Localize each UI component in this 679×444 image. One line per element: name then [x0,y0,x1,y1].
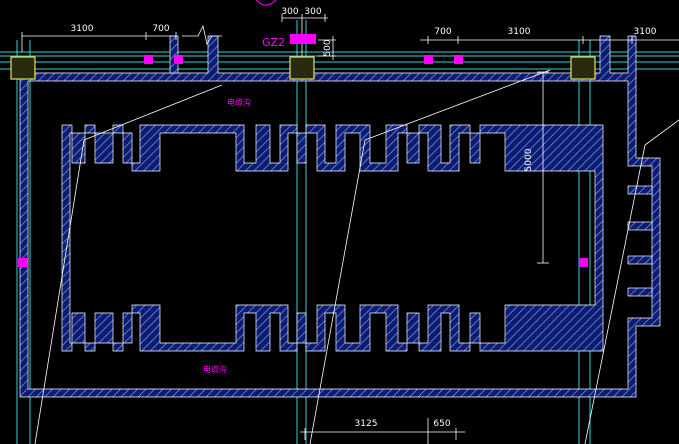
square-column-icon [570,56,596,80]
dim-bottom-span: 3125 [355,419,378,429]
arc-marker [255,0,277,6]
square-column-icon [18,258,27,267]
gz2-marker [290,34,316,44]
annotation-labels: GZ2 电缆沟 电缆沟 [203,36,285,374]
dim-top-mid-b: 300 [304,7,321,17]
leader-lines [34,69,679,444]
dim-vertical-large: 5000 [524,148,534,171]
square-column-icon [10,56,36,80]
dim-top-left-small: 700 [152,24,169,34]
square-column-icon [454,55,463,64]
inner-comb-wall [61,124,604,352]
column-tag: GZ2 [262,36,285,49]
dim-top-far-right: 3100 [634,27,657,37]
square-column-icon [579,258,588,267]
dimension-texts: 3100 700 300 300 700 3100 3100 500 5000 … [71,7,657,429]
right-comb [627,185,653,297]
axis-lines [0,20,679,444]
top-dimensions [21,14,679,264]
dim-top-right-span: 3100 [508,27,531,37]
dim-bottom-small: 650 [433,419,450,429]
square-column-icon [289,56,315,80]
duct-label-upper: 电缆沟 [227,97,251,107]
bottom-dimensions [300,418,465,444]
magenta-markers [18,34,588,267]
duct-label-lower: 电缆沟 [203,364,227,374]
dim-top-right-small: 700 [434,27,451,37]
dim-top-left-span: 3100 [71,24,94,34]
square-column-icon [144,55,153,64]
dim-top-mid-a: 300 [281,7,298,17]
dim-vertical-small: 500 [323,39,333,56]
columns [10,56,596,80]
square-column-icon [174,55,183,64]
square-column-icon [424,55,433,64]
